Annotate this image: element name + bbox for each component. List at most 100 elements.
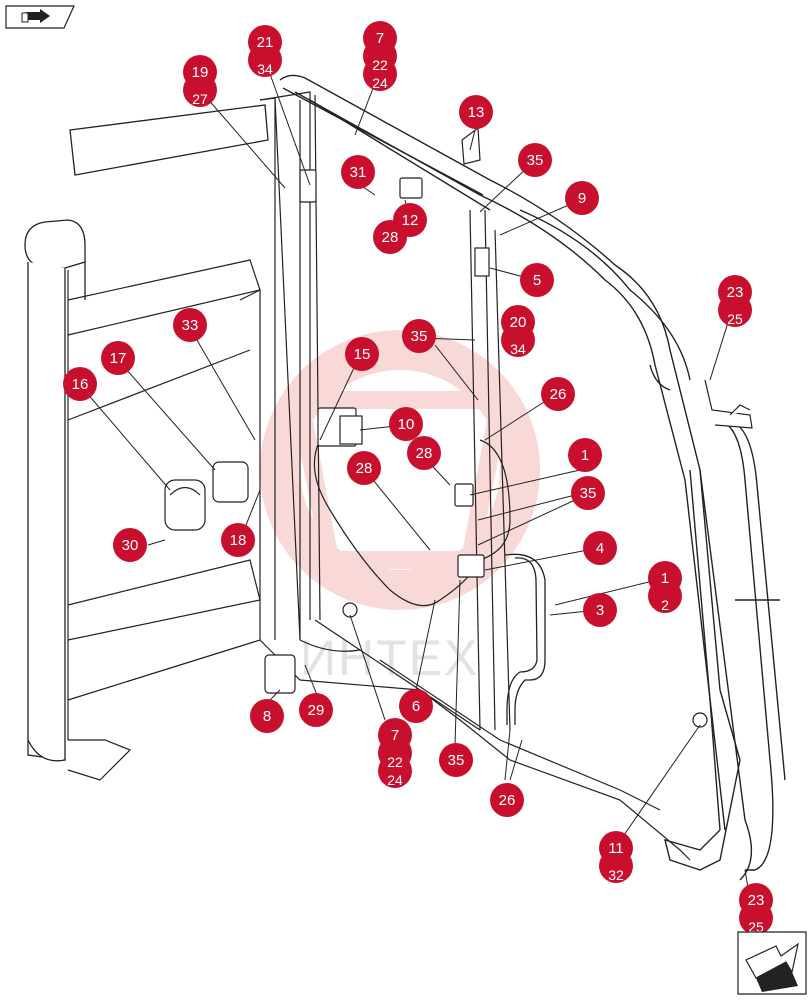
callout-16[interactable]: 16	[63, 367, 97, 401]
callout-label: 18	[230, 532, 247, 549]
callout-26[interactable]: 26	[490, 783, 524, 817]
callout-6[interactable]: 6	[399, 689, 433, 723]
callout-20[interactable]: 34 20	[501, 305, 535, 357]
callout-28[interactable]: 28	[407, 436, 441, 470]
callout-circle	[520, 263, 554, 297]
callout-35[interactable]: 35	[571, 476, 605, 510]
callout-5[interactable]: 5	[520, 263, 554, 297]
callout-label: 1	[661, 570, 669, 587]
callout-circle	[739, 883, 773, 917]
callout-circle	[459, 95, 493, 129]
callout-stacked-label: 27	[192, 91, 208, 107]
callout-label: 35	[580, 485, 597, 502]
callout-circle	[568, 438, 602, 472]
callout-3[interactable]: 3	[583, 593, 617, 627]
callout-label: 33	[182, 317, 199, 334]
callout-circle	[248, 25, 282, 59]
callout-35[interactable]: 35	[402, 319, 436, 353]
callout-label: 23	[727, 284, 744, 301]
callout-label: 7	[376, 30, 384, 47]
callout-1[interactable]: 1	[568, 438, 602, 472]
callout-10[interactable]: 10	[389, 407, 423, 441]
callout-label: 19	[192, 64, 209, 81]
callout-label: 23	[748, 892, 765, 909]
callout-circle	[101, 341, 135, 375]
left-pillar	[24, 104, 269, 762]
callout-circle	[363, 21, 397, 55]
callout-label: 4	[596, 540, 604, 557]
callout-circle	[583, 531, 617, 565]
callout-circle	[347, 451, 381, 485]
callout-15[interactable]: 15	[345, 337, 379, 371]
callout-stacked-label: 34	[257, 61, 273, 77]
callout-circle	[541, 377, 575, 411]
small-parts	[164, 126, 753, 728]
callout-label: 20	[510, 314, 527, 331]
callout-label: 26	[499, 792, 516, 809]
callout-28[interactable]: 28	[373, 220, 407, 254]
callout-label: 12	[402, 212, 419, 229]
callout-label: 35	[411, 328, 428, 345]
back-button[interactable]	[4, 4, 76, 30]
callout-label: 15	[354, 346, 371, 363]
callout-stacked-label: 34	[510, 341, 526, 357]
callout-label: 30	[122, 537, 139, 554]
watermark-text: ИНТЕХ	[300, 630, 479, 686]
callout-label: 16	[72, 376, 89, 393]
callout-circle	[399, 689, 433, 723]
callout-stacked-label: 2	[661, 597, 669, 613]
callout-stacked-label: 22	[372, 57, 388, 73]
callout-9[interactable]: 9	[565, 181, 599, 215]
callout-35[interactable]: 35	[439, 743, 473, 777]
callout-circle	[439, 743, 473, 777]
callout-19[interactable]: 27 19	[183, 55, 217, 107]
callout-13[interactable]: 13	[459, 95, 493, 129]
callout-circle	[407, 436, 441, 470]
callout-28[interactable]: 28	[347, 451, 381, 485]
callout-label: 6	[412, 698, 420, 715]
callout-label: 28	[382, 229, 399, 246]
callout-label: 3	[596, 602, 604, 619]
callout-stacked-label: 24	[372, 75, 388, 91]
callout-circle	[250, 699, 284, 733]
callout-circle	[173, 308, 207, 342]
callout-1[interactable]: 21	[648, 561, 682, 613]
callout-label: 5	[533, 272, 541, 289]
callout-17[interactable]: 17	[101, 341, 135, 375]
callout-circle	[402, 319, 436, 353]
callout-35[interactable]: 35	[518, 143, 552, 177]
callout-31[interactable]: 31	[341, 155, 375, 189]
curved-door-frame	[279, 74, 786, 881]
callout-label: 28	[356, 460, 373, 477]
callout-circle	[389, 407, 423, 441]
callout-4[interactable]: 4	[583, 531, 617, 565]
callout-label: 35	[527, 152, 544, 169]
callout-30[interactable]: 30	[113, 528, 147, 562]
callout-18[interactable]: 18	[221, 523, 255, 557]
callout-circle	[565, 181, 599, 215]
callout-label: 29	[308, 702, 325, 719]
callout-8[interactable]: 8	[250, 699, 284, 733]
next-button[interactable]	[736, 930, 808, 996]
callout-circle	[599, 831, 633, 865]
callout-label: 17	[110, 350, 127, 367]
callout-label: 35	[448, 752, 465, 769]
callout-circle	[183, 55, 217, 89]
callout-label: 31	[350, 164, 367, 181]
callout-circle	[571, 476, 605, 510]
door-handle	[504, 553, 546, 725]
callout-33[interactable]: 33	[173, 308, 207, 342]
callout-label: 13	[468, 104, 485, 121]
callout-circle	[490, 783, 524, 817]
callout-29[interactable]: 29	[299, 693, 333, 727]
callout-26[interactable]: 26	[541, 377, 575, 411]
wiring-harness	[313, 439, 511, 607]
callout-7[interactable]: 24 22 7	[363, 21, 397, 91]
